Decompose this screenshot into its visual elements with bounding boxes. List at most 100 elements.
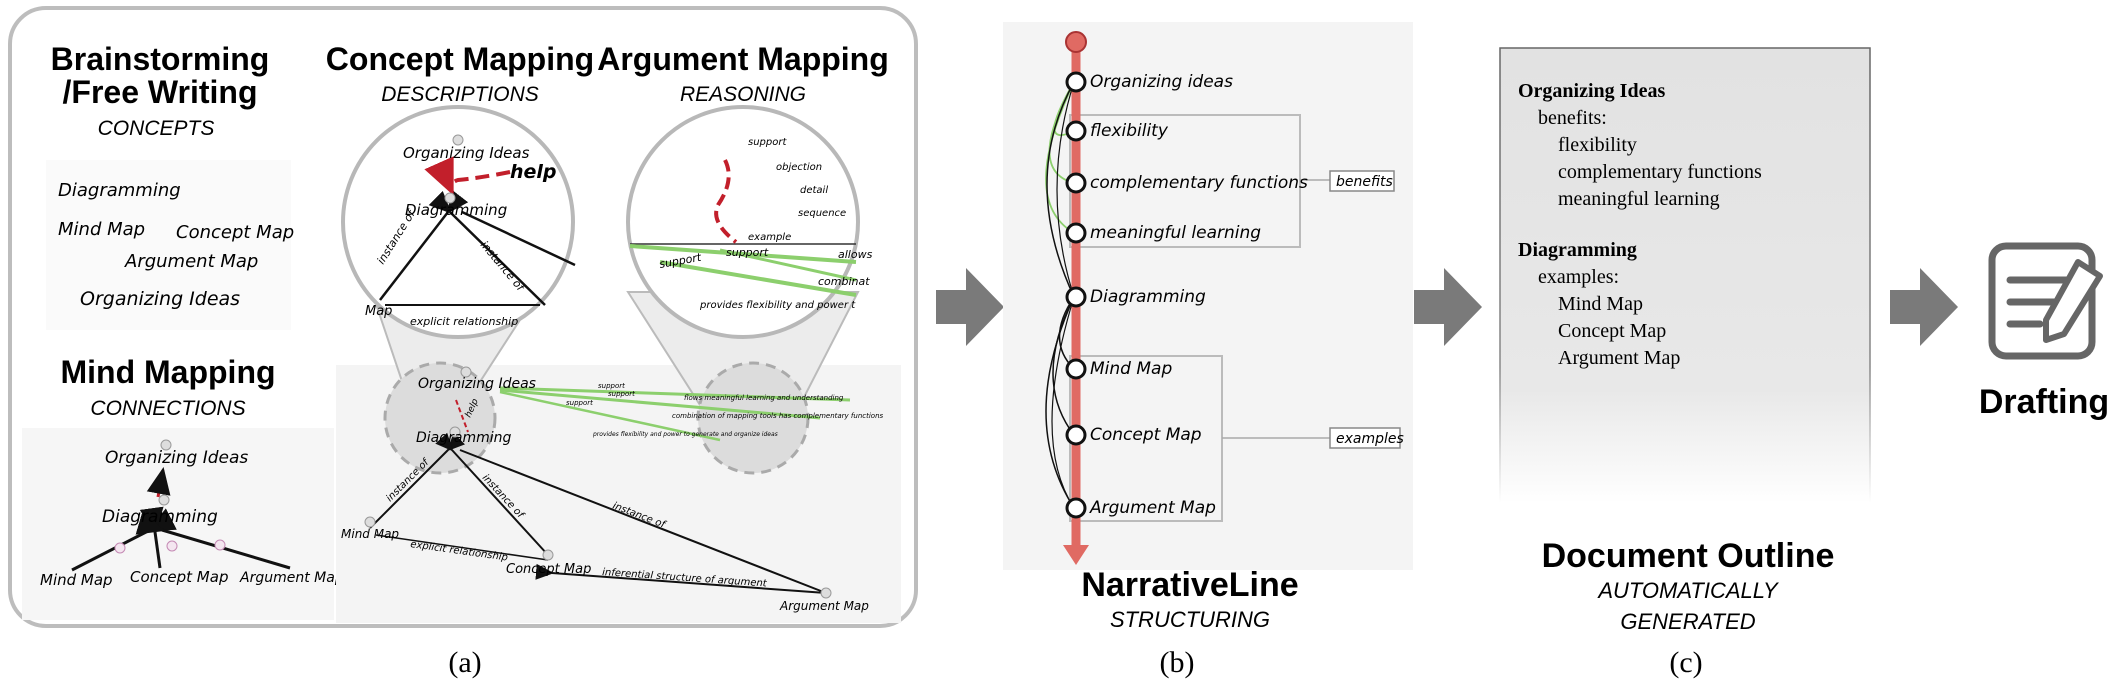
- mind-mapping-title: Mind Mapping: [60, 354, 275, 390]
- argument-lens: support objection detail sequence exampl…: [626, 105, 873, 339]
- narrativeline-node: [1065, 172, 1087, 194]
- narrativeline-node: [1065, 222, 1087, 244]
- caption-c: (c): [1669, 646, 1702, 679]
- mind-node-marker: [166, 540, 178, 552]
- outline-title: Document Outline: [1542, 537, 1835, 575]
- outline-lines: Organizing Ideasbenefits:flexibilitycomp…: [1518, 80, 1762, 369]
- brainstorm-section: Brainstorming /Free Writing CONCEPTS Dia…: [46, 41, 294, 330]
- narrativeline-node: [1065, 497, 1087, 519]
- group-label: examples: [1336, 431, 1404, 447]
- lens-node-marker: [452, 134, 464, 146]
- group-label: benefits: [1336, 174, 1393, 190]
- panel-c: Organizing Ideasbenefits:flexibilitycomp…: [1499, 47, 1871, 679]
- map-node-marker: [449, 426, 461, 438]
- map-node: Concept Map: [506, 562, 591, 577]
- map-edge: [535, 563, 827, 594]
- arg-lens-label: support: [748, 137, 787, 148]
- arg-lens-label: provides flexibility and power t: [699, 300, 856, 311]
- map-support-label: support: [566, 399, 593, 407]
- concept-mapping-subtitle: DESCRIPTIONS: [381, 83, 539, 106]
- group-label-box: [1329, 170, 1395, 192]
- panel-b: benefits examples Organizing ideas flexib…: [1003, 22, 1413, 679]
- brainstorm-word: Concept Map: [176, 222, 294, 243]
- mind-node: Organizing Ideas: [105, 448, 248, 468]
- caption-b: (b): [1160, 646, 1195, 679]
- relation-arc: [1051, 296, 1075, 509]
- outline-item: Argument Map: [1558, 347, 1680, 369]
- map-edge: [369, 433, 465, 529]
- mind-node-marker: [114, 542, 126, 554]
- mind-edge: [135, 511, 291, 570]
- mind-mapping-subtitle: CONNECTIONS: [90, 397, 245, 420]
- map-support-label: support: [608, 390, 635, 398]
- brainstorm-subtitle: CONCEPTS: [98, 117, 215, 140]
- arg-lens-label: allows: [838, 248, 873, 261]
- mind-edge: [71, 508, 177, 572]
- map-node-marker: [460, 366, 472, 378]
- brainstorm-word: Argument Map: [124, 251, 258, 272]
- mind-edge: [146, 467, 171, 498]
- narrativeline-item: flexibility: [1090, 121, 1169, 141]
- flow-arrow-icon: [1890, 268, 1958, 346]
- caption-a: (a): [448, 646, 481, 679]
- mind-node: Diagramming: [102, 507, 218, 527]
- narrativeline-node: [1065, 286, 1087, 308]
- map-claim: combination of mapping tools has complem…: [672, 412, 884, 420]
- relation-arc: [1045, 81, 1075, 234]
- map-node: Argument Map: [779, 599, 869, 613]
- narrativeline-item: complementary functions: [1090, 173, 1308, 193]
- outline-heading: Organizing Ideas: [1518, 80, 1665, 102]
- green-support-line: [659, 260, 857, 297]
- arg-lens-label: detail: [800, 185, 828, 196]
- concept-lens-circle: [341, 105, 575, 339]
- panel-a: Brainstorming /Free Writing CONCEPTS Dia…: [8, 6, 918, 679]
- outline-item: Concept Map: [1558, 320, 1666, 342]
- flow-arrow-icon: [936, 268, 1004, 346]
- narrativeline-item: Organizing ideas: [1090, 72, 1233, 92]
- lens-node-marker: [444, 192, 456, 204]
- mind-mapping-section: Mind Mapping CONNECTIONS Organizing Idea…: [22, 354, 344, 620]
- map-support-line: [499, 386, 851, 402]
- outline-item: Mind Map: [1558, 293, 1643, 315]
- map-node: Diagramming: [416, 430, 512, 446]
- argument-mapping-subtitle: REASONING: [680, 83, 806, 106]
- map-node: Mind Map: [341, 527, 399, 541]
- brainstorm-title-1: Brainstorming: [51, 41, 270, 77]
- outline-item: flexibility: [1558, 134, 1637, 156]
- arg-lens-label: support: [726, 246, 769, 259]
- lens-edge-label: explicit relationship: [410, 315, 518, 328]
- outline-item: complementary functions: [1558, 161, 1762, 183]
- narrativeline-subtitle: STRUCTURING: [1110, 607, 1270, 632]
- mind-node-marker: [160, 439, 172, 451]
- map-node-marker: [820, 587, 832, 599]
- lens-node: Organizing Ideas: [403, 144, 530, 162]
- arg-lens-label: objection: [776, 162, 822, 173]
- outline-group: examples:: [1538, 266, 1619, 288]
- map-edge: [435, 432, 549, 556]
- argument-mapping-title: Argument Mapping: [597, 41, 889, 77]
- relation-arc: [1046, 81, 1075, 298]
- narrativeline-item: meaningful learning: [1090, 223, 1261, 243]
- map-support-line: [499, 390, 721, 442]
- mind-node: Mind Map: [40, 571, 113, 589]
- narrativeline-node: [1065, 120, 1087, 142]
- brainstorm-word: Organizing Ideas: [80, 288, 240, 310]
- narrativeline-node: [1065, 71, 1087, 93]
- group-label-box: [1329, 427, 1401, 449]
- concept-mapping-title: Concept Mapping: [326, 41, 594, 77]
- narrativeline-item: Argument Map: [1089, 498, 1216, 518]
- brainstorm-word: Mind Map: [58, 219, 145, 240]
- relation-arcs: [1045, 81, 1075, 509]
- lens-node: Map: [365, 304, 392, 319]
- relation-arc: [1045, 296, 1075, 509]
- concept-lens-target: [383, 361, 497, 475]
- help-edge: [424, 156, 511, 196]
- map-edge: [459, 449, 827, 594]
- relation-arc: [1056, 81, 1075, 298]
- drafting-document-pen-icon: [1988, 242, 2103, 360]
- map-support-line: [499, 388, 821, 420]
- mind-mapping-canvas: [22, 428, 334, 620]
- narrativeline-start: [1065, 31, 1087, 53]
- lens-support-path: [714, 159, 738, 244]
